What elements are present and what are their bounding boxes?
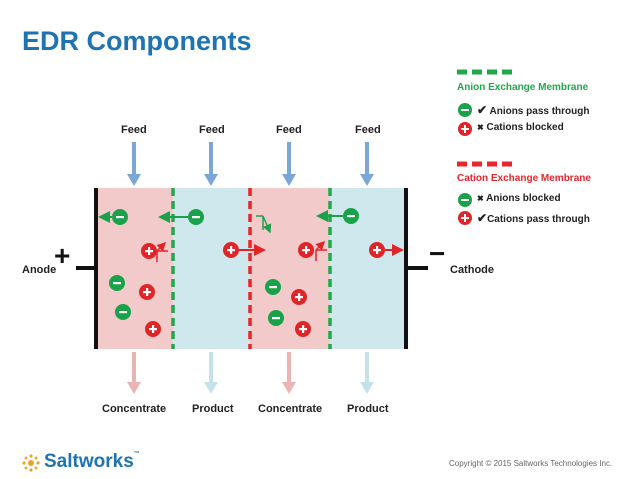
product-label-1: Product (192, 403, 234, 415)
cation-membrane-legend-title: Cation Exchange Membrane (457, 173, 591, 184)
product-label-2: Product (347, 403, 389, 415)
cation-ion (369, 242, 385, 258)
anion-ion (115, 304, 131, 320)
legend-anion-ion-1 (458, 103, 472, 117)
feed-label-1: Feed (121, 124, 147, 136)
anion-membrane-legend-title: Anion Exchange Membrane (457, 82, 589, 93)
feed-label-3: Feed (276, 124, 302, 136)
cathode-label: Cathode (450, 264, 494, 276)
anion-motion-arrows (98, 210, 343, 234)
cation-blocked-row: ✖ Cations blocked (477, 122, 564, 133)
page-title: EDR Components (22, 26, 252, 56)
anion-ion (112, 209, 128, 225)
anion-blocked-row: ✖ Anions blocked (477, 193, 561, 204)
check-icon: ✔ (477, 103, 488, 117)
legend-cation-ion-1 (458, 122, 472, 136)
concentrate-chamber-1 (96, 188, 173, 349)
feed-label-4: Feed (355, 124, 381, 136)
concentrate-label-1: Concentrate (102, 403, 167, 415)
cation-ion (145, 321, 161, 337)
check-icon: ✔ (477, 211, 488, 225)
feed-label-2: Feed (199, 124, 225, 136)
anode-label: Anode (22, 264, 57, 276)
saltworks-logo: Saltworks™ (44, 451, 140, 472)
cation-ion (141, 243, 157, 259)
legend-anion-ion-2 (458, 193, 472, 207)
product-chamber-1 (173, 188, 250, 349)
copyright-notice: Copyright © 2015 Saltworks Technologies … (449, 459, 613, 468)
product-chamber-2 (330, 188, 406, 349)
anion-ion (265, 279, 281, 295)
legend-cation-ion-2 (458, 211, 472, 225)
cross-icon: ✖ (477, 123, 484, 132)
anion-ion (343, 208, 359, 224)
cross-icon: ✖ (477, 194, 484, 203)
outlet-arrows (127, 352, 374, 394)
feed-arrows (127, 142, 374, 186)
cation-ion (298, 242, 314, 258)
anode-plus-symbol: + (54, 240, 71, 271)
cation-ion (291, 289, 307, 305)
saltworks-logo-icon (22, 454, 40, 472)
concentrate-label-2: Concentrate (258, 403, 323, 415)
anion-ions (109, 208, 359, 326)
concentrate-chamber-2 (250, 188, 330, 349)
cation-pass-row: ✔Cations pass through (477, 211, 590, 225)
cation-ion (223, 242, 239, 258)
anion-ion (109, 275, 125, 291)
cation-ion (139, 284, 155, 300)
anion-ion (268, 310, 284, 326)
cathode-minus-symbol: − (429, 238, 446, 269)
anion-ion (188, 209, 204, 225)
cation-ions (139, 242, 385, 337)
cation-motion-arrows (156, 240, 404, 262)
anion-pass-row: ✔ Anions pass through (477, 103, 590, 117)
cation-ion (295, 321, 311, 337)
